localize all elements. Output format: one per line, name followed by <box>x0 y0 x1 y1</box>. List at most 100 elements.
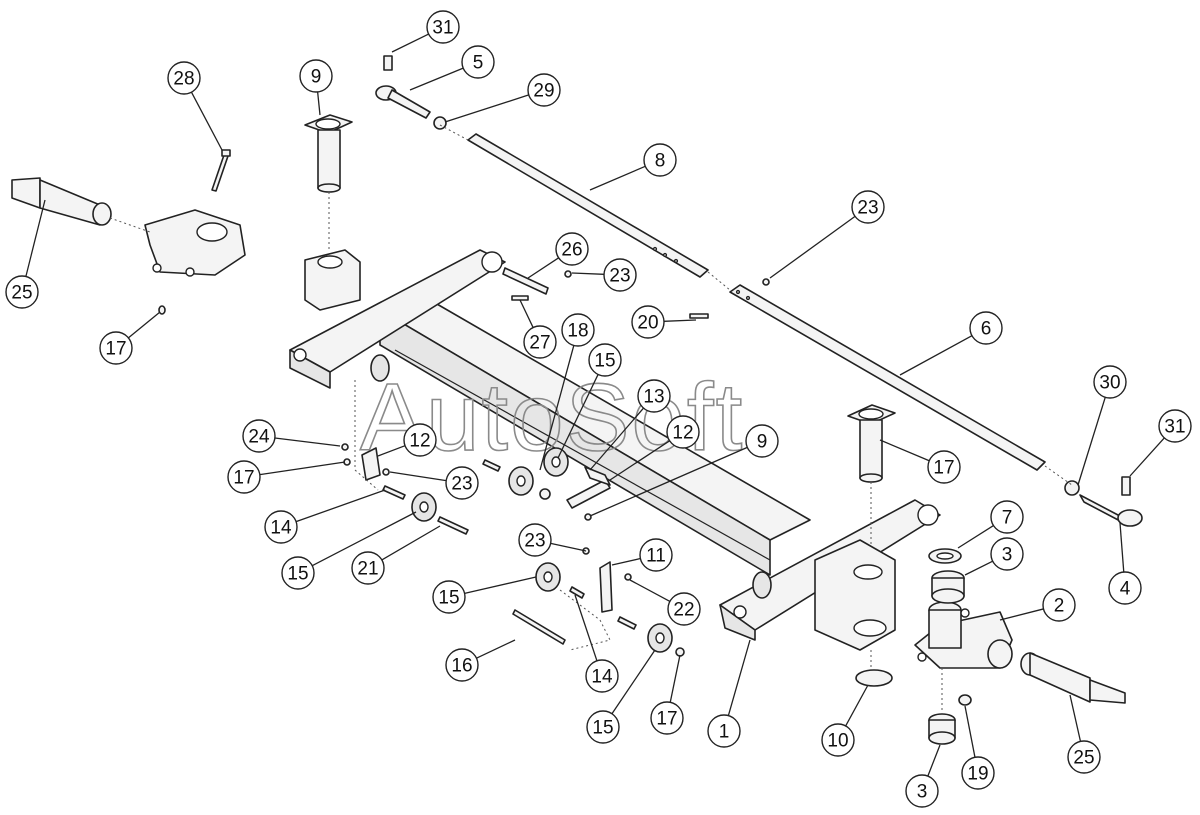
callout-leader-23 <box>769 215 856 279</box>
callout-leader-21 <box>381 525 441 561</box>
callout-leader-12 <box>609 440 670 481</box>
callout-balloon-21: 21 <box>351 551 385 585</box>
callout-leader-15 <box>464 576 537 595</box>
callout-leader-17 <box>259 461 346 476</box>
callout-number: 15 <box>287 564 308 585</box>
callout-balloon-12: 12 <box>666 415 700 449</box>
callout-balloon-9: 9 <box>299 59 333 93</box>
callout-balloon-15: 15 <box>586 710 620 744</box>
callout-circle <box>426 10 460 44</box>
callout-circle <box>281 556 315 590</box>
roller-parts-15 <box>411 447 673 653</box>
callout-leader-8 <box>589 165 646 191</box>
callout-number: 4 <box>1120 579 1131 600</box>
callout-balloon-15: 15 <box>432 580 466 614</box>
callout-leader-15 <box>557 374 599 459</box>
callout-balloon-2: 2 <box>1042 588 1076 622</box>
callout-circle <box>631 305 665 339</box>
callout-balloon-17: 17 <box>650 701 684 735</box>
callout-leader-17 <box>879 439 930 462</box>
callout-leader-30 <box>1077 397 1106 486</box>
callout-balloon-25: 25 <box>5 275 39 309</box>
callout-circle <box>586 710 620 744</box>
callout-circle <box>745 424 779 458</box>
callout-circle <box>403 423 437 457</box>
callout-number: 24 <box>248 427 270 448</box>
steering-knuckle-left <box>144 209 246 277</box>
callout-number: 3 <box>1002 545 1013 566</box>
link-plates-12-11 <box>361 447 613 613</box>
callout-leader-13 <box>589 407 645 471</box>
nut-part-19 <box>958 694 972 706</box>
callout-leader-22 <box>629 579 671 603</box>
callout-circle <box>351 551 385 585</box>
callout-circle <box>561 313 595 347</box>
callout-balloon-26: 26 <box>555 232 589 266</box>
callout-balloon-11: 11 <box>639 538 673 572</box>
callout-number: 5 <box>473 53 484 74</box>
callout-number: 23 <box>609 266 630 287</box>
small-nuts-23-24-17 <box>341 270 770 581</box>
callout-number: 14 <box>591 667 613 688</box>
callout-leader-16 <box>476 639 516 659</box>
rod-end-part-4 <box>1064 476 1143 527</box>
callout-balloon-20: 20 <box>631 305 665 339</box>
callout-leader-18 <box>539 345 575 471</box>
callout-number: 28 <box>173 69 194 90</box>
callout-number: 20 <box>637 313 658 334</box>
callout-circle <box>299 59 333 93</box>
callout-leader-23 <box>571 272 605 275</box>
callout-number: 11 <box>646 546 666 567</box>
callout-circle <box>1042 588 1076 622</box>
callout-leader-19 <box>964 705 976 758</box>
callout-number: 15 <box>594 351 615 372</box>
rod-end-part-5 <box>375 55 447 130</box>
callout-circle <box>707 714 741 748</box>
callout-circle <box>639 538 673 572</box>
callout-leader-31 <box>391 33 429 53</box>
callout-circle <box>1067 740 1101 774</box>
callout-leader-9 <box>316 91 321 116</box>
callout-number: 23 <box>857 198 878 219</box>
sleeve-part-9-left <box>304 114 353 193</box>
callout-circle <box>990 500 1024 534</box>
callout-balloon-3: 3 <box>990 537 1024 571</box>
callout-balloon-27: 27 <box>523 325 557 359</box>
callout-balloon-12: 12 <box>403 423 437 457</box>
callout-leader-14 <box>295 489 386 523</box>
callout-circle <box>227 460 261 494</box>
callout-circle <box>969 311 1003 345</box>
callout-balloon-14: 14 <box>585 659 619 693</box>
callout-number: 17 <box>656 709 677 730</box>
callout-number: 26 <box>561 240 582 261</box>
callout-leader-25 <box>25 199 46 277</box>
callout-circle <box>851 190 885 224</box>
callout-leader-28 <box>190 91 223 151</box>
callout-circle <box>961 756 995 790</box>
stub-axle-part-25-left <box>11 177 112 226</box>
callout-circle <box>905 774 939 808</box>
callout-circle <box>1108 571 1142 605</box>
callout-leader-1 <box>727 639 751 716</box>
main-beam-part-1 <box>289 249 941 651</box>
callout-balloon-29: 29 <box>527 73 561 107</box>
callout-circle <box>603 258 637 292</box>
callout-balloon-8: 8 <box>643 143 677 177</box>
callout-circle <box>432 580 466 614</box>
callout-balloon-30: 30 <box>1093 365 1127 399</box>
callout-leader-24 <box>274 437 341 447</box>
callout-number: 8 <box>655 151 666 172</box>
callout-circle <box>5 275 39 309</box>
nut-part-17-top <box>158 305 166 315</box>
callout-number: 14 <box>270 518 292 539</box>
callout-leader-5 <box>409 67 464 91</box>
callout-circle <box>445 648 479 682</box>
callout-balloon-1: 1 <box>707 714 741 748</box>
callout-number: 18 <box>567 321 588 342</box>
tie-rod-part-6 <box>729 284 1046 471</box>
callout-balloon-19: 19 <box>961 756 995 790</box>
callout-number: 21 <box>357 559 378 580</box>
callout-balloon-31: 31 <box>1158 409 1192 443</box>
callout-balloon-17: 17 <box>99 331 133 365</box>
callout-number: 17 <box>105 339 126 360</box>
